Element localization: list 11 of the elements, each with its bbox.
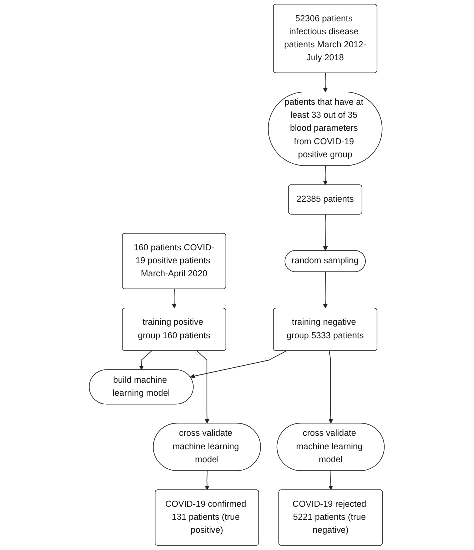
- arrow: [139, 350, 152, 370]
- arrow: [196, 350, 210, 424]
- arrow: [323, 73, 328, 93]
- arrow: [190, 350, 288, 379]
- arrow: [323, 214, 328, 252]
- arrow: [328, 350, 334, 424]
- arrow: [172, 289, 177, 309]
- arrow: [323, 272, 328, 309]
- arrow: [204, 470, 210, 490]
- arrow: [323, 166, 328, 186]
- arrow: [328, 470, 334, 490]
